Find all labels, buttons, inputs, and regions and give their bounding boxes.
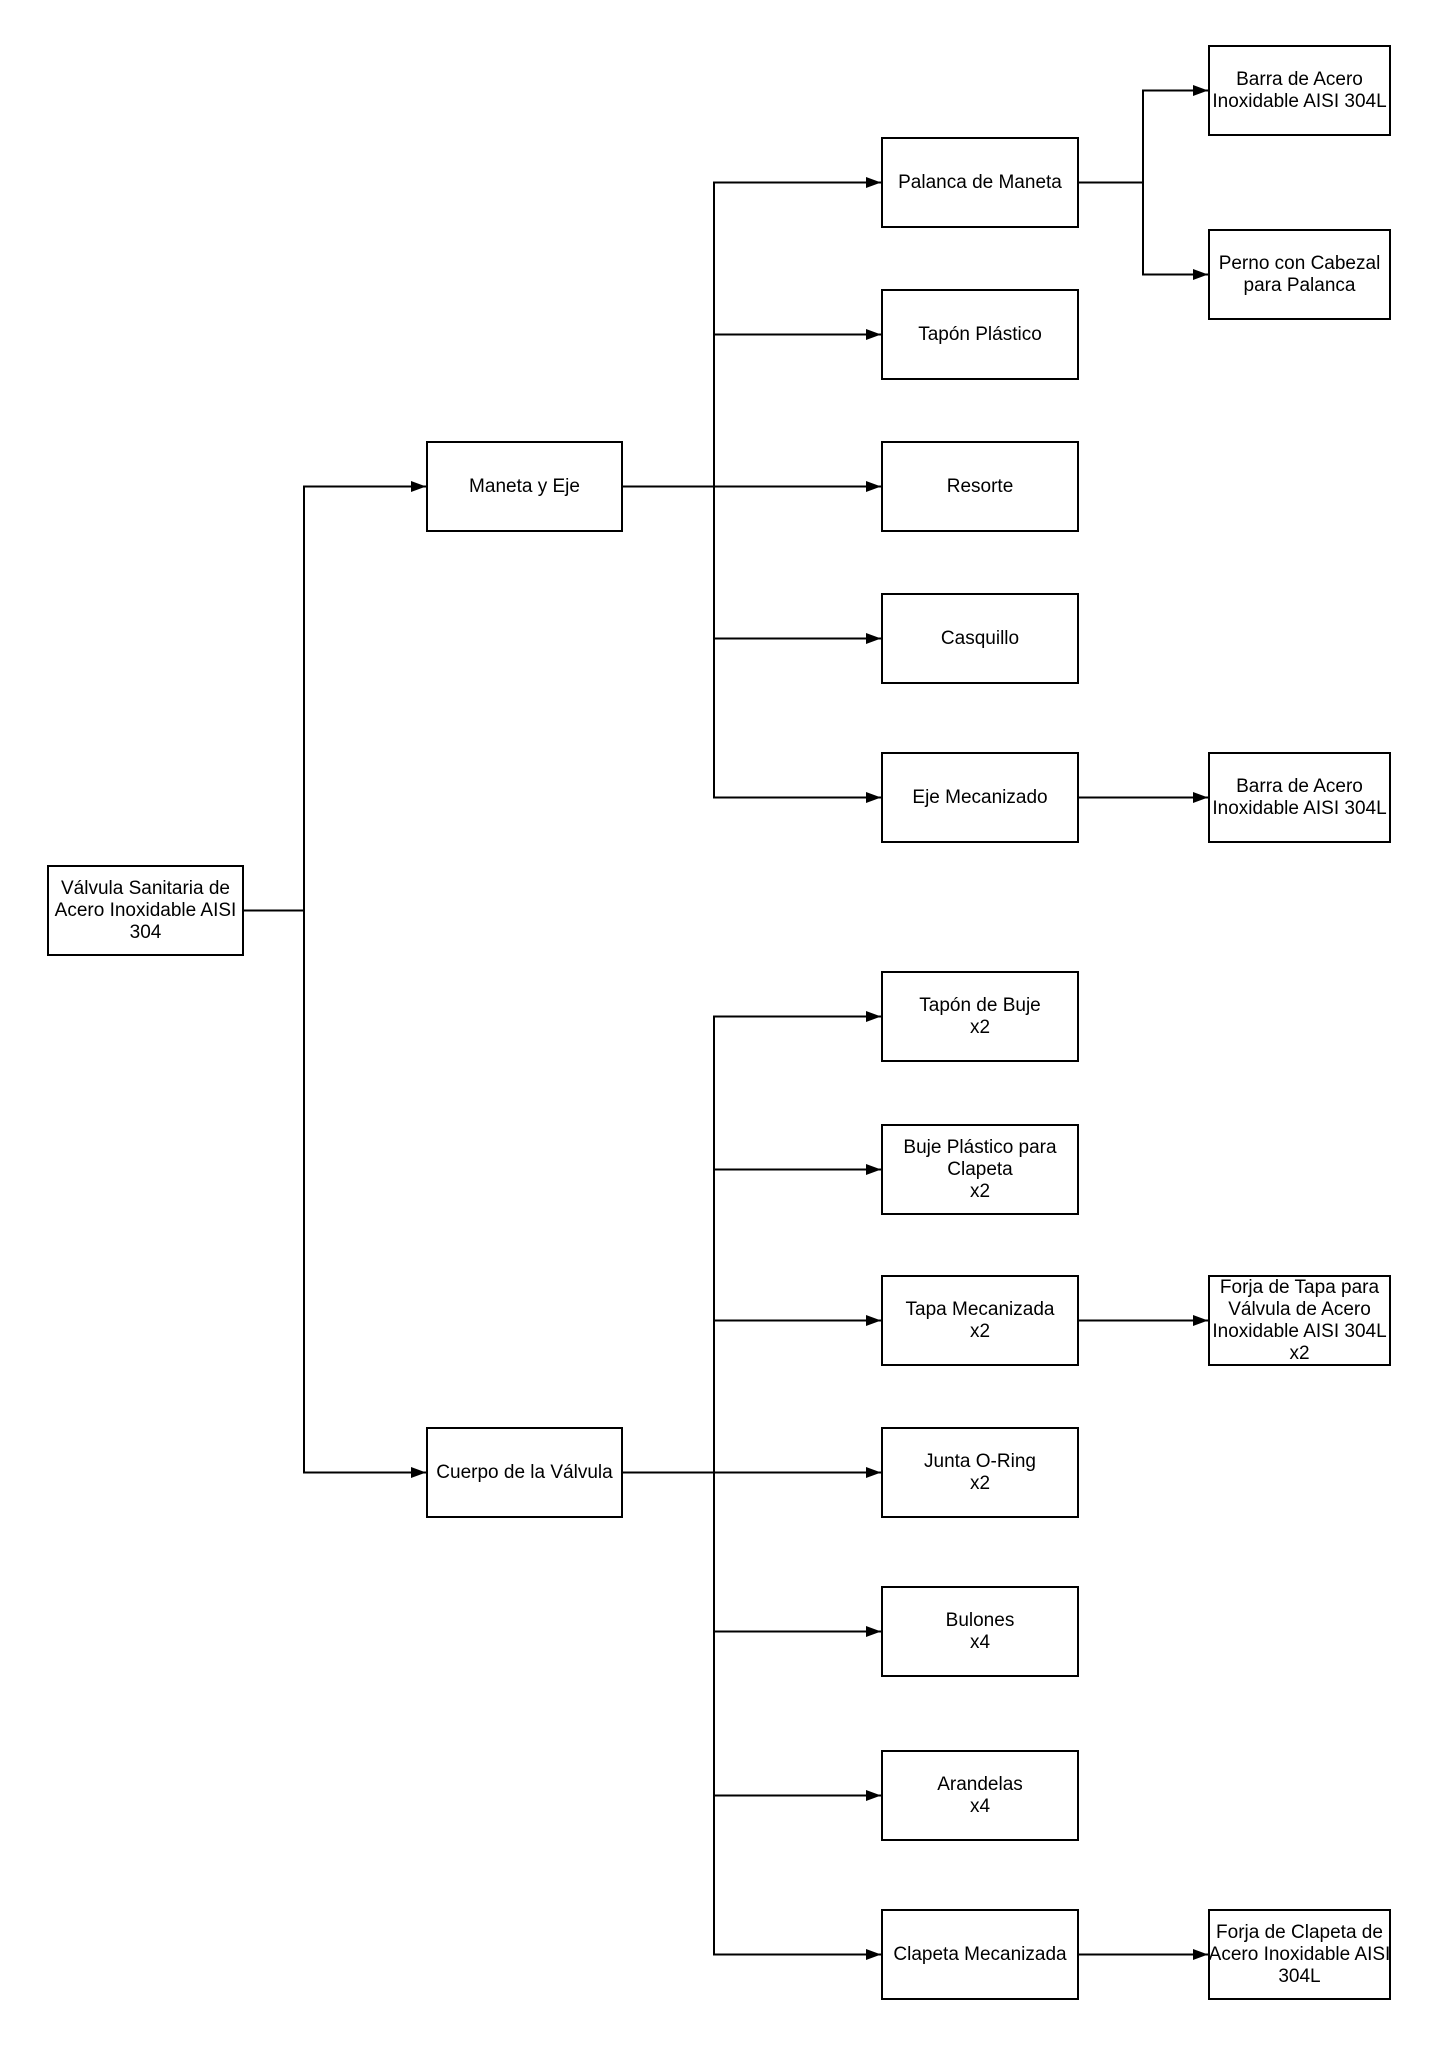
edge-maneta-y-eje--casquillo	[623, 485, 881, 644]
edge-valvula-sanitaria-root--maneta-y-eje	[244, 481, 426, 912]
edge-cuerpo-de-la-valvula--clapeta-mecanizada	[623, 1471, 881, 1960]
edge-cuerpo-de-la-valvula--arandelas	[623, 1471, 881, 1801]
node-label-line: Tapón de Buje	[919, 994, 1041, 1016]
node-label-line: Barra de Acero	[1236, 775, 1363, 797]
node-label-line: 304L	[1278, 1965, 1321, 1987]
node-label-line: Clapeta	[947, 1158, 1013, 1180]
node-label-line: para Palanca	[1243, 274, 1356, 296]
node-label-line: Inoxidable AISI 304L	[1212, 797, 1387, 819]
node-eje-mecanizado: Eje Mecanizado	[881, 752, 1079, 843]
node-label-line: x2	[969, 1016, 991, 1038]
node-tapon-plastico: Tapón Plástico	[881, 289, 1079, 380]
node-cuerpo-de-la-valvula: Cuerpo de la Válvula	[426, 1427, 623, 1518]
edge-group	[244, 85, 1208, 1960]
node-label-line: x2	[969, 1320, 991, 1342]
edge-maneta-y-eje--eje-mecanizado	[623, 485, 881, 803]
node-label-line: Perno con Cabezal	[1218, 252, 1381, 274]
node-maneta-y-eje: Maneta y Eje	[426, 441, 623, 532]
node-palanca-de-maneta: Palanca de Maneta	[881, 137, 1079, 228]
node-label-line: Acero Inoxidable AISI	[54, 899, 237, 921]
node-label-line: Casquillo	[940, 627, 1020, 649]
node-label-line: Eje Mecanizado	[912, 786, 1048, 808]
edge-valvula-sanitaria-root--cuerpo-de-la-valvula	[244, 909, 426, 1478]
node-label-line: Junta O-Ring	[924, 1450, 1036, 1472]
node-label-line: Cuerpo de la Válvula	[436, 1461, 613, 1483]
node-label-line: Resorte	[946, 475, 1014, 497]
node-label-line: x2	[969, 1180, 991, 1202]
edge-cuerpo-de-la-valvula--bulones	[623, 1471, 881, 1637]
node-label-line: Tapón Plástico	[918, 323, 1042, 345]
node-label-line: Arandelas	[937, 1773, 1023, 1795]
node-label-line: x2	[1289, 1342, 1310, 1364]
edge-palanca-de-maneta--barra-acero-inoxidable-304l-1	[1079, 85, 1208, 184]
node-label-line: Acero Inoxidable AISI	[1208, 1943, 1391, 1965]
node-resorte: Resorte	[881, 441, 1079, 532]
node-label-line: Forja de Clapeta de	[1216, 1921, 1383, 1943]
node-label-line: Palanca de Maneta	[898, 171, 1062, 193]
edge-maneta-y-eje--tapon-plastico	[623, 329, 881, 488]
node-label-line: Barra de Acero	[1236, 68, 1363, 90]
node-label-line: Forja de Tapa para	[1219, 1276, 1380, 1298]
edge-cuerpo-de-la-valvula--tapa-mecanizada	[623, 1315, 881, 1474]
node-casquillo: Casquillo	[881, 593, 1079, 684]
node-label-line: Inoxidable AISI 304L	[1212, 1320, 1387, 1342]
node-label-line: x4	[969, 1631, 991, 1653]
node-label-line: x2	[969, 1472, 991, 1494]
edge-cuerpo-de-la-valvula--tapon-de-buje	[623, 1011, 881, 1474]
node-label-line: Clapeta Mecanizada	[893, 1943, 1067, 1965]
node-label-line: Válvula de Acero	[1228, 1298, 1371, 1320]
node-label-line: Bulones	[945, 1609, 1015, 1631]
node-label-line: 304	[129, 921, 162, 943]
node-label-line: Buje Plástico para	[903, 1136, 1057, 1158]
node-label-line: Maneta y Eje	[469, 475, 580, 497]
edge-palanca-de-maneta--perno-con-cabezal-para-palanca	[1079, 181, 1208, 280]
node-clapeta-mecanizada: Clapeta Mecanizada	[881, 1909, 1079, 2000]
node-label-line: Válvula Sanitaria de	[61, 877, 230, 899]
node-label-line: Inoxidable AISI 304L	[1212, 90, 1387, 112]
node-label-line: Tapa Mecanizada	[905, 1298, 1055, 1320]
node-label-line: x4	[969, 1795, 991, 1817]
